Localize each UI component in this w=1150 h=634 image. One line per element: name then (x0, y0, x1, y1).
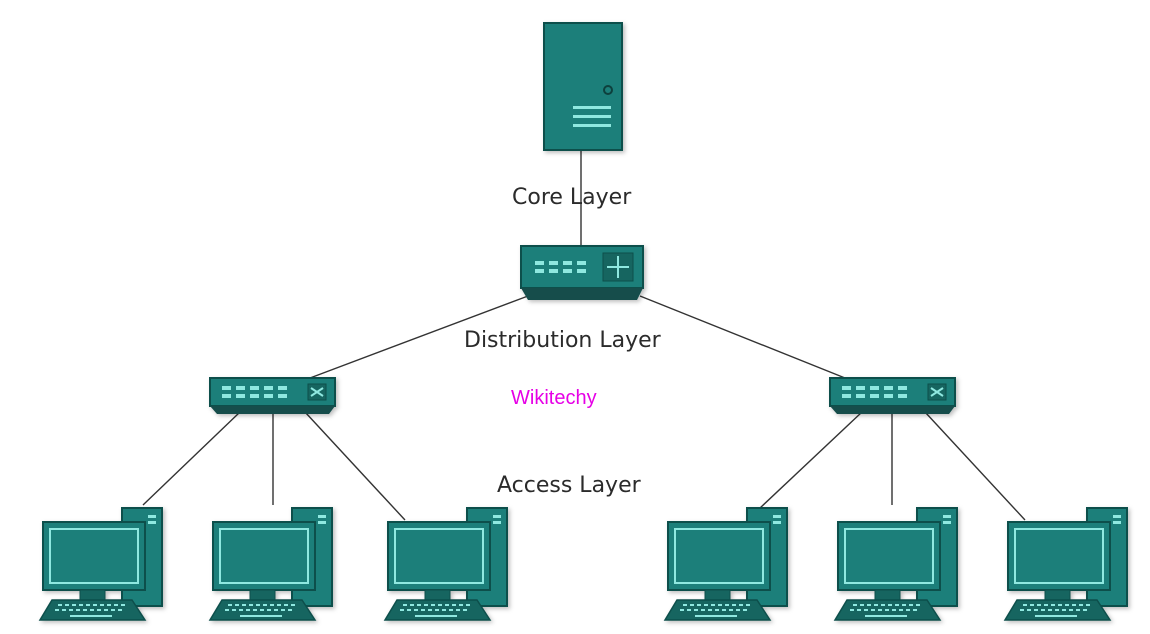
core-layer-label: Core Layer (512, 185, 632, 210)
link-router-switch-right (639, 295, 846, 379)
switch-icon (829, 377, 956, 414)
link-router-switch-left (309, 295, 529, 379)
watermark-text: Wikitechy (511, 387, 597, 409)
computer-icon (1003, 507, 1128, 621)
computer-icon (38, 507, 163, 621)
router-icon (520, 245, 644, 300)
computer-icon (208, 507, 333, 621)
link-switch-right-pc-6 (924, 411, 1026, 521)
links (142, 150, 1026, 521)
computer-icon (663, 507, 788, 621)
computer-icon (833, 507, 958, 621)
link-switch-left-pc-1 (142, 411, 241, 506)
computer-icon (383, 507, 508, 621)
server-icon (543, 22, 623, 151)
distribution-layer-label: Distribution Layer (464, 328, 661, 353)
access-layer-label: Access Layer (497, 473, 641, 498)
link-switch-right-pc-4 (759, 411, 863, 509)
switch-icon (209, 377, 336, 414)
link-switch-left-pc-3 (304, 411, 406, 521)
